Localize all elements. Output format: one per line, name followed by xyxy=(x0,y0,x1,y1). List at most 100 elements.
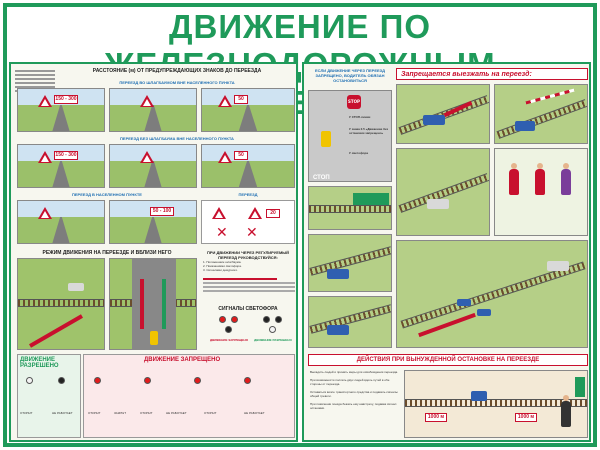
footer-url: www.znaki.ru xyxy=(520,442,544,447)
meter-label: 1000 м xyxy=(425,413,447,422)
officer-icon xyxy=(561,163,571,195)
car-icon xyxy=(477,309,491,316)
cell-label: ОТКРЫТ xyxy=(204,411,217,415)
rail-track xyxy=(400,261,586,329)
forbidden-scene-4 xyxy=(396,240,588,348)
meter-label: 1000 м xyxy=(515,413,537,422)
stop-scene: STOP У СТОП-линии У знака 2.5 «Движение … xyxy=(308,90,392,182)
rule-item: 2. Показаниями светофора. xyxy=(203,264,242,268)
white-light-icon xyxy=(26,377,33,384)
warning-sign-icon xyxy=(248,207,262,219)
train-scene xyxy=(308,186,392,230)
tile-inside-2: 50 - 100 xyxy=(109,200,197,244)
cell-label: ЗАКРЫТ xyxy=(114,411,127,415)
rail-track xyxy=(496,99,587,139)
direction-arrow xyxy=(162,279,166,329)
car-icon xyxy=(457,299,471,306)
poster-frame xyxy=(3,3,597,447)
sub-outside-heading: ПЕРЕЕЗД ВО ШЛАГБАУМОМ ВНЕ НАСЕЛЕННОГО ПУ… xyxy=(119,80,235,85)
rail-track xyxy=(309,246,391,276)
rules-list: 1. Положением шлагбаума. 2. Показаниями … xyxy=(203,260,295,272)
warning-sign-icon xyxy=(38,151,52,163)
truck-icon xyxy=(327,325,349,335)
rail-track xyxy=(309,205,391,213)
emergency-heading: ДЕЙСТВИЯ ПРИ ВЫНУЖДЕННОЙ ОСТАНОВКЕ НА ПЕ… xyxy=(308,354,588,366)
mode-scene-2 xyxy=(109,258,197,350)
right-panel: ЕСЛИ ДВИЖЕНИЕ ЧЕРЕЗ ПЕРЕЕЗД ЗАПРЕЩЕНО, В… xyxy=(302,62,591,442)
forbidden-heading: ДВИЖЕНИЕ ЗАПРЕЩЕНО xyxy=(144,357,221,363)
rule-item: 3. Сигналами дежурного. xyxy=(203,268,239,272)
barrier-icon xyxy=(525,88,575,105)
emergency-item: Высадить людей и принять меры для освобо… xyxy=(310,370,399,374)
tile-outside-3: 50 xyxy=(201,88,295,132)
tile-inside-1 xyxy=(17,200,105,244)
officer-scene xyxy=(494,148,588,236)
tile-outside-1: 150 - 300 xyxy=(17,88,105,132)
signal-label: ДВИЖЕНИЕ ЗАПРЕЩЕНО xyxy=(209,338,249,342)
rail-track xyxy=(405,399,587,407)
crossing-signs-box: 20 ✕ ✕ xyxy=(201,200,295,244)
train-icon xyxy=(575,377,585,397)
truck-icon xyxy=(547,261,569,271)
cell-label: НЕ РАБОТАЕТ xyxy=(166,411,187,415)
distance-label: 50 xyxy=(234,151,248,160)
sub-crossing-heading: ПЕРЕЕЗД xyxy=(238,192,258,197)
warning-sign-icon xyxy=(218,95,232,107)
sub-outside2-heading: ПЕРЕЕЗД БЕЗ ШЛАГБАУМА ВНЕ НАСЕЛЕННОГО ПУ… xyxy=(120,136,234,141)
distance-heading: РАССТОЯНИЕ (м) ОТ ПРЕДУПРЕЖДАЮЩИХ ЗНАКОВ… xyxy=(92,68,262,74)
rail-track xyxy=(309,304,391,334)
emergency-item: Оставаться возле транспортного средства … xyxy=(310,390,398,398)
distance-label: 50 - 100 xyxy=(150,207,174,216)
truck-icon xyxy=(423,115,445,125)
rules-text-block xyxy=(203,276,295,302)
officer-icon xyxy=(509,163,519,195)
car-icon xyxy=(68,283,84,291)
emergency-item: При возможности послать двух людей вдоль… xyxy=(310,378,390,386)
allowed-heading: ДВИЖЕНИЕ РАЗРЕШЕНО xyxy=(20,357,59,369)
red-light-icon xyxy=(263,316,270,323)
warning-sign-icon xyxy=(38,207,52,219)
car-icon xyxy=(321,131,331,147)
tile-nobarrier-1: 150 - 300 xyxy=(17,144,105,188)
warning-sign-icon xyxy=(218,151,232,163)
tile-nobarrier-2 xyxy=(109,144,197,188)
forbidden-scene-1 xyxy=(396,84,490,144)
signals-heading: СИГНАЛЫ СВЕТОФОРА xyxy=(218,306,278,312)
distance-label: 50 xyxy=(234,95,248,104)
direction-arrow xyxy=(140,279,144,329)
forbidden-scene-2 xyxy=(494,84,588,144)
truck-icon xyxy=(327,269,349,279)
stop-point: У знака 2.5 «Движение без остановки запр… xyxy=(349,127,389,135)
red-light-icon xyxy=(231,316,238,323)
red-light-icon xyxy=(244,377,251,384)
red-light-icon xyxy=(275,316,282,323)
warning-sign-icon xyxy=(38,95,52,107)
stop-lane-text: СТОП xyxy=(313,175,330,181)
forbidden-box: ДВИЖЕНИЕ ЗАПРЕЩЕНО ОТКРЫТ ЗАКРЫТ ОТКРЫТ … xyxy=(83,354,295,438)
red-light-icon xyxy=(94,377,101,384)
queue-scene xyxy=(308,234,392,292)
tile-nobarrier-3: 50 xyxy=(201,144,295,188)
forbidden-scene-3 xyxy=(396,148,490,236)
regulated-heading: ПРИ ДВИЖЕНИИ ЧЕРЕЗ РЕГУЛИРУЕМЫЙ ПЕРЕЕЗД … xyxy=(206,250,290,260)
truck-icon xyxy=(515,121,535,131)
warning-sign-icon xyxy=(212,207,226,219)
train-icon xyxy=(353,193,389,205)
stop-heading: ЕСЛИ ДВИЖЕНИЕ ЧЕРЕЗ ПЕРЕЕЗД ЗАПРЕЩЕНО, В… xyxy=(314,68,386,83)
car-icon xyxy=(471,391,487,401)
officer-icon xyxy=(535,163,545,195)
emergency-item: При появлении поезда бежать ему навстреч… xyxy=(310,402,397,410)
mode-heading: РЕЖИМ ДВИЖЕНИЯ НА ПЕРЕЕЗДЕ И ВБЛИЗИ НЕГО xyxy=(42,250,172,256)
distance-label: 150 - 300 xyxy=(54,95,78,104)
car-icon xyxy=(150,331,158,345)
rail-track xyxy=(18,299,104,307)
distance-label: 150 - 300 xyxy=(54,151,78,160)
cell-label: НЕ РАБОТАЕТ xyxy=(52,411,73,415)
tile-outside-2 xyxy=(109,88,197,132)
cell-label: НЕ РАБОТАЕТ xyxy=(244,411,265,415)
direction-arrow xyxy=(29,314,83,348)
cell-label: ОТКРЫТ xyxy=(88,411,101,415)
warning-sign-icon xyxy=(140,95,154,107)
cross-sign-icon: ✕ xyxy=(216,225,228,241)
